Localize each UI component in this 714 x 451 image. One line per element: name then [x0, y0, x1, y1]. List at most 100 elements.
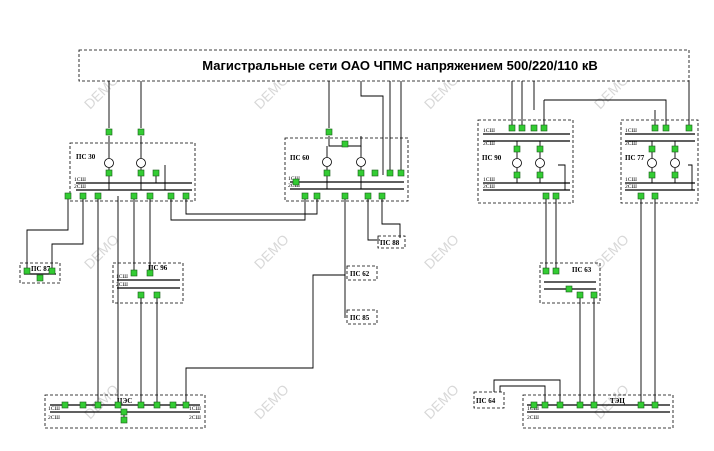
node [130, 192, 138, 200]
ps64-label: ПС 64 [476, 397, 496, 405]
node [590, 291, 598, 299]
node [648, 171, 656, 179]
node [301, 192, 309, 200]
node [48, 267, 56, 275]
ps77-bus4-label: 2СШ [625, 184, 637, 190]
node [79, 401, 87, 409]
substation-ps64[interactable]: ПС 64 [473, 391, 505, 409]
ps30-bus2-label: 2СШ [74, 184, 86, 190]
tec-bus1-label: 1СШ [527, 406, 539, 412]
tec-bus2-label: 2СШ [527, 415, 539, 421]
ps63-label: ПС 63 [572, 266, 592, 274]
node [556, 401, 564, 409]
substation-ps77[interactable]: ПС 77 1СШ 2СШ 1СШ 2СШ [620, 119, 699, 204]
node [513, 145, 521, 153]
node [341, 140, 349, 148]
node [590, 401, 598, 409]
ps60-transformer-1 [322, 157, 332, 167]
watermark: DEMO [251, 231, 292, 272]
node [565, 285, 573, 293]
node [637, 192, 645, 200]
ps62-label: ПС 62 [350, 270, 370, 278]
node [371, 169, 379, 177]
node [23, 267, 31, 275]
node [105, 169, 113, 177]
node [153, 291, 161, 299]
node [648, 145, 656, 153]
ps60-transformer-2 [356, 157, 366, 167]
watermark: DEMO [421, 381, 462, 422]
substation-ps85[interactable]: ПС 85 [346, 309, 378, 325]
connection-nodes [23, 124, 693, 424]
node [552, 267, 560, 275]
substation-tec[interactable]: ТЭЦ 1СШ 2СШ [522, 394, 674, 429]
watermark-layer: DEMO DEMO DEMO DEMO DEMO DEMO DEMO DEMO … [81, 71, 632, 422]
node [137, 128, 145, 136]
node [378, 192, 386, 200]
node [182, 401, 190, 409]
ps96-bus1-label: 1СШ [116, 274, 128, 280]
main-grid-banner [78, 49, 690, 82]
node [325, 128, 333, 136]
ps60-label: ПС 60 [290, 154, 310, 162]
node [64, 192, 72, 200]
ps87-label: ПС 87 [31, 265, 51, 273]
ces-bus1-label: 1СШ [48, 406, 60, 412]
node [169, 401, 177, 409]
node [105, 128, 113, 136]
substation-ps90[interactable]: ПС 90 1СШ 2СШ 1СШ 2СШ [477, 119, 574, 204]
node [146, 269, 154, 277]
node [671, 171, 679, 179]
node [518, 124, 526, 132]
node [292, 178, 300, 186]
ces-bus3-label: 1СШ [189, 406, 201, 412]
ps77-transformer-2 [670, 158, 680, 168]
tec-label: ТЭЦ [610, 397, 625, 405]
node [167, 192, 175, 200]
ps90-bus1-label: 1СШ [483, 128, 495, 134]
node [651, 401, 659, 409]
ps88-label: ПС 88 [380, 239, 400, 247]
substation-ps62[interactable]: ПС 62 [346, 265, 378, 281]
ps96-label: ПС 96 [148, 264, 168, 272]
node [120, 408, 128, 416]
ps90-label: ПС 90 [482, 154, 502, 162]
node [313, 192, 321, 200]
ps90-transformer-1 [512, 158, 522, 168]
node [364, 192, 372, 200]
banner-title: Магистральные сети ОАО ЧПМС напряжением … [202, 58, 598, 73]
node [182, 192, 190, 200]
node [397, 169, 405, 177]
node [386, 169, 394, 177]
node [137, 401, 145, 409]
node [120, 416, 128, 424]
watermark: DEMO [251, 381, 292, 422]
ps85-label: ПС 85 [350, 314, 370, 322]
substation-ps88[interactable]: ПС 88 [377, 235, 406, 249]
watermark: DEMO [591, 231, 632, 272]
ces-bus2-label: 2СШ [48, 415, 60, 421]
node [651, 192, 659, 200]
node [323, 169, 331, 177]
node [541, 401, 549, 409]
ps90-transformer-2 [535, 158, 545, 168]
ps77-bus2-label: 2СШ [625, 141, 637, 147]
substation-ps30[interactable]: ПС 30 1СШ 2СШ [69, 136, 196, 202]
ps77-bus3-label: 1СШ [625, 177, 637, 183]
node [153, 401, 161, 409]
node [152, 169, 160, 177]
node [137, 169, 145, 177]
node [536, 171, 544, 179]
ps30-bus1-label: 1СШ [74, 177, 86, 183]
substation-ps96[interactable]: ПС 96 1СШ 2СШ [112, 262, 184, 304]
node [662, 124, 670, 132]
node [130, 269, 138, 277]
ps96-bus2-label: 2СШ [116, 282, 128, 288]
node [542, 267, 550, 275]
node [114, 401, 122, 409]
node [576, 291, 584, 299]
node [530, 401, 538, 409]
node [36, 274, 44, 282]
node [137, 291, 145, 299]
